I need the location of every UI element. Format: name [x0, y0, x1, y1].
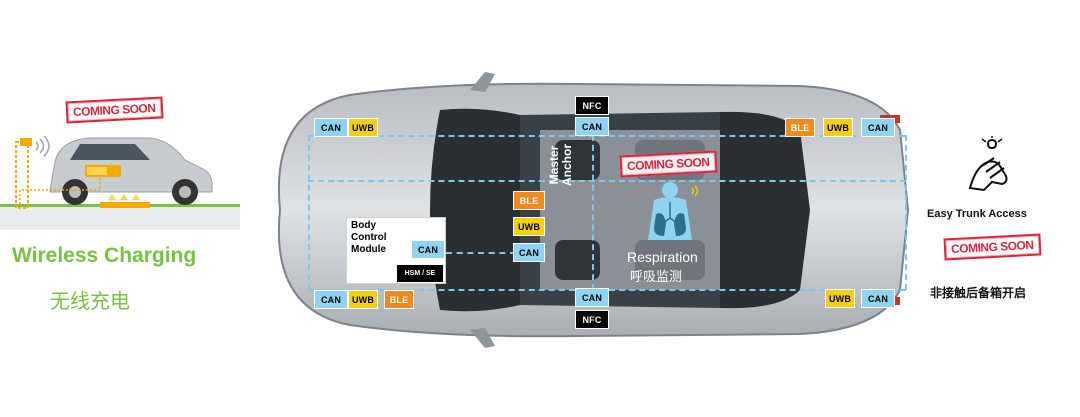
- master-anchor-label: Master Anchor: [547, 144, 574, 186]
- master-anchor-uwb-badge: UWB: [513, 217, 545, 236]
- wireless-charging-title: Wireless Charging: [12, 244, 197, 267]
- front-right-uwb-badge: UWB: [823, 118, 853, 137]
- wireless-charging-subtitle-cn: 无线充电: [50, 291, 130, 313]
- front-left-can-badge: CAN: [314, 118, 348, 137]
- rear-left-can-badge: CAN: [314, 290, 348, 309]
- can-bus-left: [308, 135, 310, 290]
- can-bus-middle: [308, 180, 906, 182]
- master-anchor-can-badge: CAN: [513, 243, 545, 262]
- bottom-center-can-badge: CAN: [575, 288, 609, 307]
- body-control-module-box: Body Control Module CAN HSM / SE: [346, 217, 446, 284]
- bcm-label: Body Control Module: [351, 220, 387, 255]
- can-bus-right: [905, 135, 907, 290]
- rear-left-ble-badge: BLE: [384, 290, 414, 309]
- hsm-se-badge: HSM / SE: [397, 265, 443, 282]
- bcm-can-badge: CAN: [411, 240, 445, 259]
- coming-soon-stamp-trunk: COMING SOON: [943, 233, 1042, 261]
- top-center-can-badge: CAN: [575, 117, 609, 136]
- respiration-title: Respiration: [627, 249, 698, 265]
- lungs-icon: [648, 182, 699, 240]
- rear-left-uwb-badge: UWB: [348, 290, 378, 309]
- wireless-charging-illustration: [0, 135, 240, 230]
- front-right-ble-badge: BLE: [785, 118, 815, 137]
- rear-right-uwb-badge: UWB: [825, 289, 855, 308]
- respiration-subtitle-cn: 呼吸监测: [630, 269, 683, 284]
- can-bus-center: [592, 135, 594, 290]
- front-right-can-badge: CAN: [861, 118, 895, 137]
- rear-right-can-badge: CAN: [861, 289, 895, 308]
- top-center-nfc-badge: NFC: [575, 96, 609, 115]
- gesture-kick-icon: [968, 136, 1008, 192]
- bottom-center-nfc-badge: NFC: [575, 310, 609, 329]
- front-left-uwb-badge: UWB: [348, 118, 378, 137]
- bcm-link: [446, 252, 516, 254]
- master-anchor-ble-badge: BLE: [513, 191, 545, 210]
- can-bus-top: [308, 135, 906, 137]
- trunk-access-title: Easy Trunk Access: [927, 208, 1027, 220]
- trunk-access-subtitle-cn: 非接触后备箱开启: [930, 286, 1027, 300]
